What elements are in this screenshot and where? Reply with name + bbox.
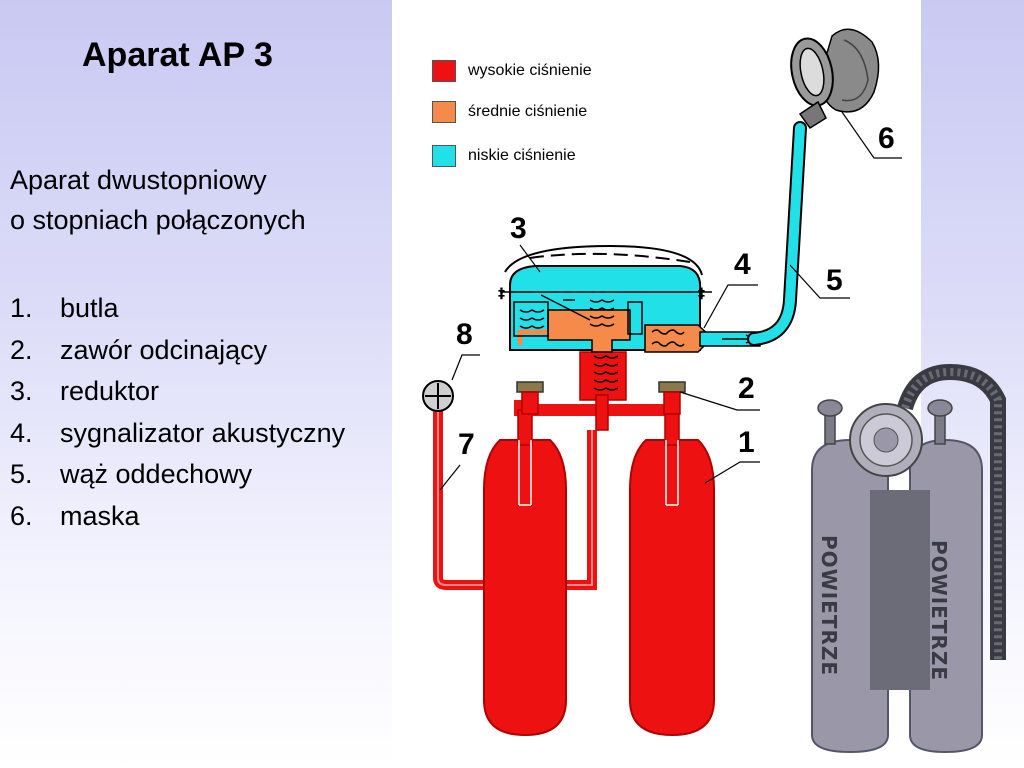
list-item: 6. maska (10, 496, 345, 538)
list-item: 3. reduktor (10, 371, 345, 413)
list-item-label: zawór odcinający (60, 334, 268, 365)
legend-low-pressure: niskie ciśnienie (432, 145, 576, 167)
list-item-label: butla (60, 293, 119, 323)
list-item: 2. zawór odcinający (10, 330, 345, 372)
list-item: 4. sygnalizator akustyczny (10, 413, 345, 455)
callout-1: 1 (738, 426, 755, 459)
slide-subtitle: Aparat dwustopniowy o stopniach połączon… (10, 160, 306, 240)
cylinder-left (483, 409, 567, 737)
cylinder-label-left: POWIETRZE (817, 535, 841, 676)
callout-7: 7 (458, 428, 475, 461)
legend-label-low: niskie ciśnienie (468, 147, 576, 164)
legend-label-medium: średnie ciśnienie (468, 103, 588, 120)
list-item-number: 5. (10, 459, 33, 489)
list-item-label: maska (60, 500, 140, 531)
valve-handle-right (658, 381, 686, 393)
breathing-hose (749, 123, 805, 344)
callout-6: 6 (878, 122, 895, 155)
legend-swatch-medium (432, 101, 456, 123)
reducer-high-chamber (579, 351, 627, 401)
callout-2: 2 (738, 372, 755, 405)
legend-medium-pressure: średnie ciśnienie (432, 101, 587, 123)
legend-swatch-low (432, 145, 456, 167)
svg-text:‡: ‡ (698, 286, 705, 302)
callout-leaders (439, 111, 902, 491)
legend-label-high: wysokie ciśnienie (468, 62, 592, 79)
slide-title: Aparat AP 3 (82, 36, 273, 74)
apparatus-photo: POWIETRZE POWIETRZE (811, 363, 1006, 754)
list-item-label: wąż oddechowy (60, 459, 253, 489)
legend-swatch-high (432, 60, 456, 82)
list-item-number: 4. (10, 417, 33, 448)
subtitle-line-1: Aparat dwustopniowy (10, 165, 267, 195)
callout-5: 5 (826, 264, 843, 297)
cylinder-right (629, 409, 715, 737)
list-item-label: reduktor (60, 376, 160, 406)
callout-8: 8 (456, 318, 473, 351)
svg-text:‡: ‡ (498, 286, 505, 302)
mask-illustration (790, 28, 880, 130)
callout-3: 3 (510, 212, 527, 245)
pressure-gauge (422, 380, 454, 412)
cylinder-label-right: POWIETRZE (927, 540, 951, 681)
legend-high-pressure: wysokie ciśnienie (432, 60, 592, 82)
list-item-number: 2. (10, 334, 33, 365)
parts-list: 1. butla 2. zawór odcinający 3. reduktor 4.… (10, 288, 345, 537)
list-item-number: 6. (10, 500, 33, 531)
list-item: 1. butla (10, 288, 345, 330)
list-item-number: 3. (10, 376, 33, 406)
list-item-number: 1. (10, 293, 33, 323)
list-item: 5. wąż oddechowy (10, 454, 345, 496)
list-item-label: sygnalizator akustyczny (60, 417, 346, 448)
callout-4: 4 (734, 248, 751, 281)
subtitle-line-2: o stopniach połączonych (10, 205, 306, 235)
valve-handle-left (516, 381, 544, 393)
